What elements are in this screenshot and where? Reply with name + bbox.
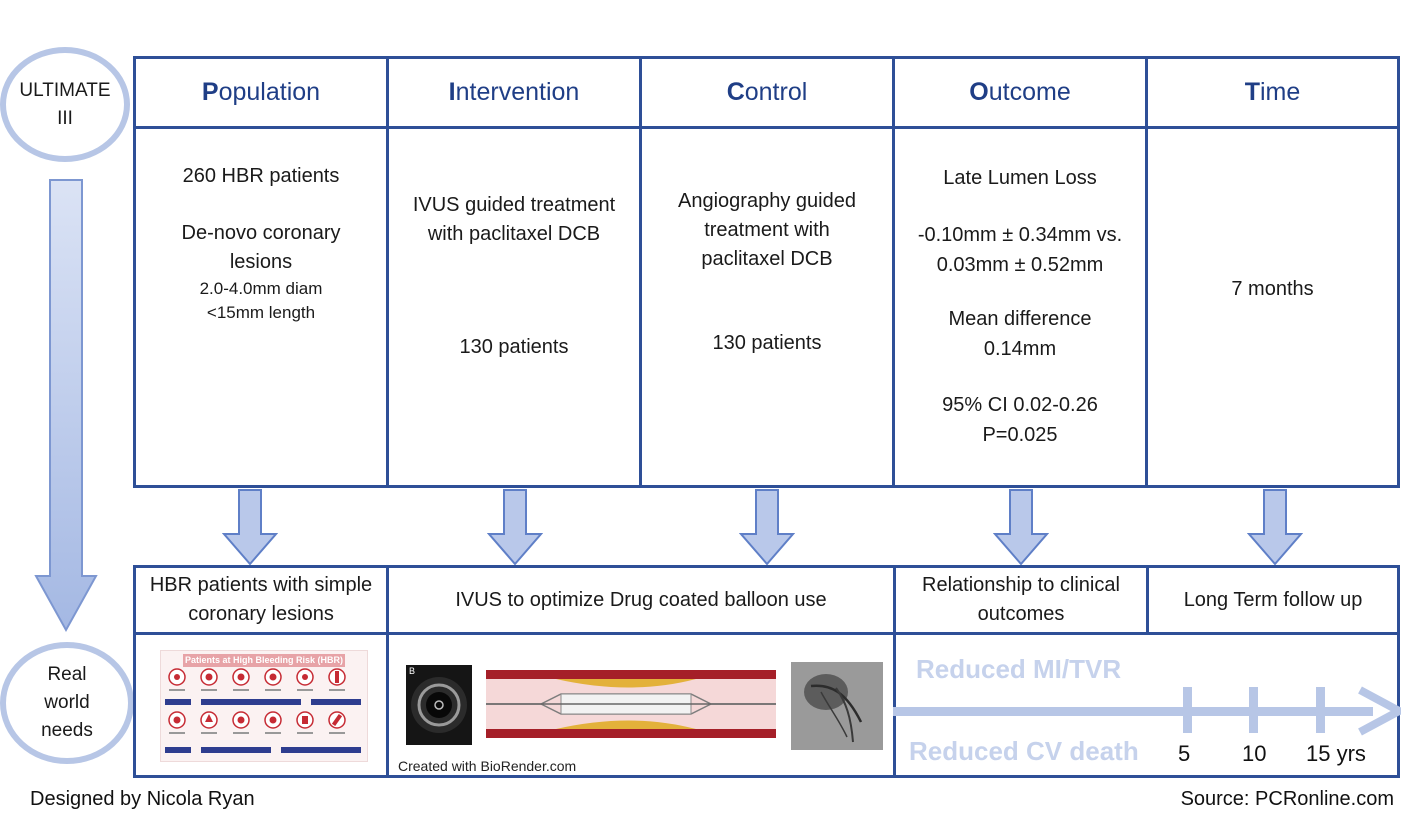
timeline-tick-15: 15 yrs — [1306, 741, 1366, 766]
ivus-panel-label: B — [409, 666, 416, 676]
need-time: Long Term follow up — [1183, 588, 1363, 611]
ivus-image: B — [406, 665, 472, 745]
designer-credit: Designed by Nicola Ryan — [30, 788, 255, 810]
control-cell: Angiography guided treatment with paclit… — [642, 129, 895, 485]
need-population: HBR patients with simple coronary lesion… — [149, 574, 373, 625]
outcome-values-iv: -0.10mm ± 0.34mm vs. — [917, 224, 1123, 246]
study-name: ULTIMATE III — [19, 79, 111, 129]
time-cell: 7 months — [1148, 129, 1397, 485]
balloon-illustration — [486, 670, 776, 738]
timeline-arrow — [893, 686, 1401, 736]
population-count: 260 HBR patients — [182, 165, 340, 187]
population-diameter: 2.0-4.0mm diam — [199, 279, 323, 298]
follow-up-duration: 7 months — [1231, 278, 1314, 300]
population-cell: 260 HBR patients De-novo coronary lesion… — [136, 129, 389, 485]
outcome-endpoint: Late Lumen Loss — [943, 167, 1097, 189]
intervention-count: 130 patients — [459, 336, 569, 358]
down-arrow-control — [739, 489, 795, 566]
down-arrow-outcome — [993, 489, 1049, 566]
biorender-caption: Created with BioRender.com — [398, 758, 577, 774]
outcome-cell: Late Lumen Loss -0.10mm ± 0.34mm vs. 0.0… — [895, 129, 1148, 485]
control-count: 130 patients — [712, 332, 822, 354]
real-world-needs-label: Real world needs — [41, 664, 93, 741]
hbr-infographic: Patients at High Bleeding Risk (HBR) — [160, 650, 368, 762]
confidence-interval: 95% CI 0.02-0.26 — [942, 394, 1098, 416]
down-arrow-population — [222, 489, 278, 566]
mean-difference-value: 0.14mm — [983, 338, 1057, 360]
real-world-needs-table: HBR patients with simple coronary lesion… — [133, 565, 1401, 778]
control-description: Angiography guided treatment with paclit… — [678, 190, 856, 270]
population-length: <15mm length — [206, 303, 316, 322]
timeline-tick-10: 10 — [1242, 741, 1267, 766]
intervention-cell: IVUS guided treatment with paclitaxel DC… — [389, 129, 642, 485]
intervention-description: IVUS guided treatment with paclitaxel DC… — [412, 194, 616, 245]
angiography-image — [791, 662, 883, 750]
reduced-cv-death: Reduced CV death — [909, 736, 1139, 766]
need-outcome: Relationship to clinical outcomes — [922, 574, 1120, 625]
down-arrow-time — [1247, 489, 1303, 566]
p-value: P=0.025 — [982, 424, 1058, 446]
outcome-values-angio: 0.03mm ± 0.52mm — [936, 254, 1104, 276]
need-intervention: IVUS to optimize Drug coated balloon use — [455, 588, 827, 611]
hbr-risk-icons — [165, 668, 361, 753]
reduced-mi-tvr: Reduced MI/TVR — [916, 654, 1122, 684]
timeline-tick-5: 5 — [1178, 741, 1191, 766]
source-credit: Source: PCRonline.com — [1180, 788, 1394, 810]
real-world-needs-ellipse: Real world needs — [0, 642, 134, 764]
study-name-ellipse: ULTIMATE III — [0, 47, 130, 162]
hbr-infographic-title: Patients at High Bleeding Risk (HBR) — [183, 654, 345, 667]
mean-difference-label: Mean difference — [948, 308, 1092, 330]
down-arrow-intervention — [487, 489, 543, 566]
population-lesions: De-novo coronary lesions — [181, 222, 341, 273]
long-down-arrow — [34, 179, 98, 633]
